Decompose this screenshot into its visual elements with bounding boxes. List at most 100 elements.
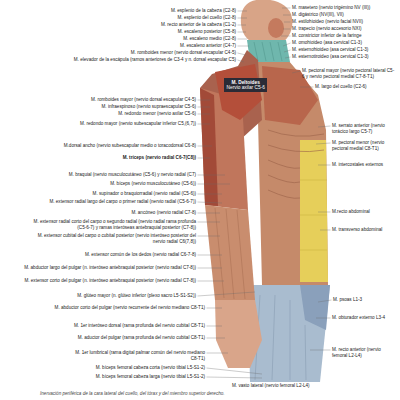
muscle-label: M. esternotiroideo (asa cervical C1-3): [292, 54, 369, 59]
masseter: [268, 18, 284, 38]
leader-line: [292, 71, 301, 73]
muscle-label: M. esplenio de la cabeza (C2-8): [171, 8, 236, 13]
muscle-label: M. escaleno medio (C2-8): [183, 36, 236, 41]
muscle-label: M. tríceps (nervio radial C6-7(C8)): [123, 155, 196, 160]
muscle-label: M. glúteo mayor (n. glúteo inferior (ple…: [77, 293, 196, 298]
leader-line: [238, 53, 247, 55]
leader-line: [281, 36, 291, 37]
leader-line: [316, 143, 331, 144]
muscle-label: M. extensor común de los dedos (nervio r…: [85, 252, 196, 257]
muscle-label: M. serrato anterior (nervio torácico lar…: [332, 123, 396, 133]
leader-line: [198, 281, 225, 282]
muscle-label: M. recto anterior (nervio femoral L2-L4): [332, 347, 396, 357]
figure-caption: Inervación periférica de la cara lateral…: [40, 391, 225, 396]
muscle-label: M. 1er lumbrical (rama digital palmar co…: [75, 350, 205, 360]
muscle-label: M. elevador de la escápula (ramos anteri…: [74, 57, 236, 62]
muscle-label: M. extensor radial largo del carpo o pri…: [49, 199, 196, 204]
leader-line: [283, 29, 291, 30]
muscle-label: M. vasto lateral (nervio femoral L2-L4): [232, 383, 310, 388]
leader-line: [207, 368, 263, 374]
muscle-label: M. bíceps femoral cabeza larga (nervio t…: [96, 374, 205, 379]
leader-line: [284, 50, 291, 52]
triceps: [200, 88, 218, 206]
muscle-label: M. escaleno posterior (C5-8): [178, 29, 236, 34]
leader-line: [198, 194, 223, 195]
psoas: [300, 285, 330, 330]
leader-line: [207, 353, 229, 354]
leader-line: [198, 255, 223, 256]
muscle-label: M. obturador externo L3-4: [332, 315, 385, 320]
box-heading: M. Deltoides: [227, 80, 265, 86]
muscle-label: M. psoas L1-3: [333, 297, 362, 302]
muscle-label: M. digástrico (NV(III), VII): [292, 12, 344, 17]
leader-line: [238, 18, 248, 19]
muscle-label: M. trapecio (nervio accesorio NXI): [292, 26, 361, 31]
neck-lines: [254, 42, 282, 61]
forearm-lines: [215, 208, 245, 299]
leader-line: [238, 60, 245, 62]
muscle-label: M. recto anterior de la cabeza (C1-2): [161, 22, 236, 27]
thigh-lines: [255, 295, 306, 380]
leader-line: [285, 57, 291, 58]
leader-line: [318, 212, 331, 213]
muscle-label: M. redondo menor (nervio axilar C5-6): [118, 111, 196, 116]
leader-line: [198, 184, 231, 185]
leader-line: [198, 202, 223, 203]
rib-lines: [268, 130, 324, 198]
box-body: Nervio axilar C5-6: [227, 85, 265, 91]
muscle-label: M. extensor corto del pulgar (n. interós…: [24, 278, 196, 283]
leader-line: [320, 230, 331, 231]
leader-line: [282, 8, 291, 9]
leader-line: [198, 158, 211, 159]
abdomen-lines: [300, 180, 327, 250]
leader-line: [238, 11, 248, 12]
muscle-label: M. infraespinoso (nervio supraescapular …: [102, 104, 196, 109]
muscle-label: M. largo del cuello (C2-6): [315, 84, 367, 89]
hand: [215, 300, 262, 368]
leader-line: [318, 300, 332, 302]
leader-line: [198, 236, 221, 237]
muscle-label: M. estilohioideo (nervio facial NVII): [292, 19, 363, 24]
leader-line: [238, 25, 247, 26]
leader-line: [207, 338, 226, 339]
muscle-label: M. redondo mayor (nervio subescapular in…: [80, 121, 196, 126]
muscle-label: M.dorsal ancho (nervio subescapular medi…: [64, 143, 196, 148]
muscle-label: M. omohioideo (asa cervical C1-3): [292, 40, 362, 45]
leader-line: [238, 46, 250, 47]
leader-line: [300, 87, 314, 88]
leader-line: [198, 268, 223, 269]
muscle-label: M. bíceps femoral cabeza corta (nervio t…: [96, 365, 205, 370]
muscle-label: M. bíceps (nervio musculocutáneo (C5-6)): [110, 181, 196, 186]
muscle-label: M. supinador o braquiorradial (nervio ra…: [93, 191, 196, 196]
leader-lines: [198, 8, 332, 378]
leader-line: [198, 124, 211, 125]
leader-line: [198, 292, 256, 296]
muscle-label: M. abductor largo del pulgar (n. interós…: [24, 265, 196, 270]
leader-line: [316, 318, 331, 319]
leader-line: [238, 39, 248, 40]
muscle-label: M. constrictor inferior de la faringe: [292, 33, 361, 38]
leader-line: [198, 175, 226, 176]
muscle-label: M.recto abdominal: [332, 209, 370, 214]
muscle-label: M. transverso abdominal: [332, 227, 382, 232]
leader-line: [283, 15, 291, 16]
leader-line: [283, 43, 291, 46]
leader-line: [207, 377, 263, 378]
leader-line: [198, 213, 221, 214]
leader-line: [318, 126, 331, 127]
head: [241, 0, 293, 46]
leader-line: [207, 308, 223, 309]
muscle-label: M. intercostales externos: [332, 162, 383, 167]
leader-line: [198, 114, 211, 115]
leader-line: [198, 222, 221, 223]
muscle-label: M. esplenio del cuello (C2-8): [178, 15, 236, 20]
muscle-label: M. ancóneo (nervio radial C7-8): [131, 210, 196, 215]
muscle-label: M. braquial (nervio musculocutáneo (C5-6…: [69, 172, 196, 177]
leader-line: [310, 350, 331, 351]
muscle-label: M. romboides menor (nervio dorsal escapu…: [131, 50, 236, 55]
muscle-label: M. pectoral mayor (nervio pectoral later…: [302, 68, 396, 78]
muscle-label: M. aductor del pulgar (rama profunda del…: [78, 335, 205, 340]
muscle-label: M. escaleno anterior (C4-7): [180, 43, 236, 48]
muscle-label: M. masetero (nervio trigémino NV (III)): [292, 5, 370, 10]
muscle-label: M. esternohioideo (asa cervical C1-3): [292, 47, 368, 52]
